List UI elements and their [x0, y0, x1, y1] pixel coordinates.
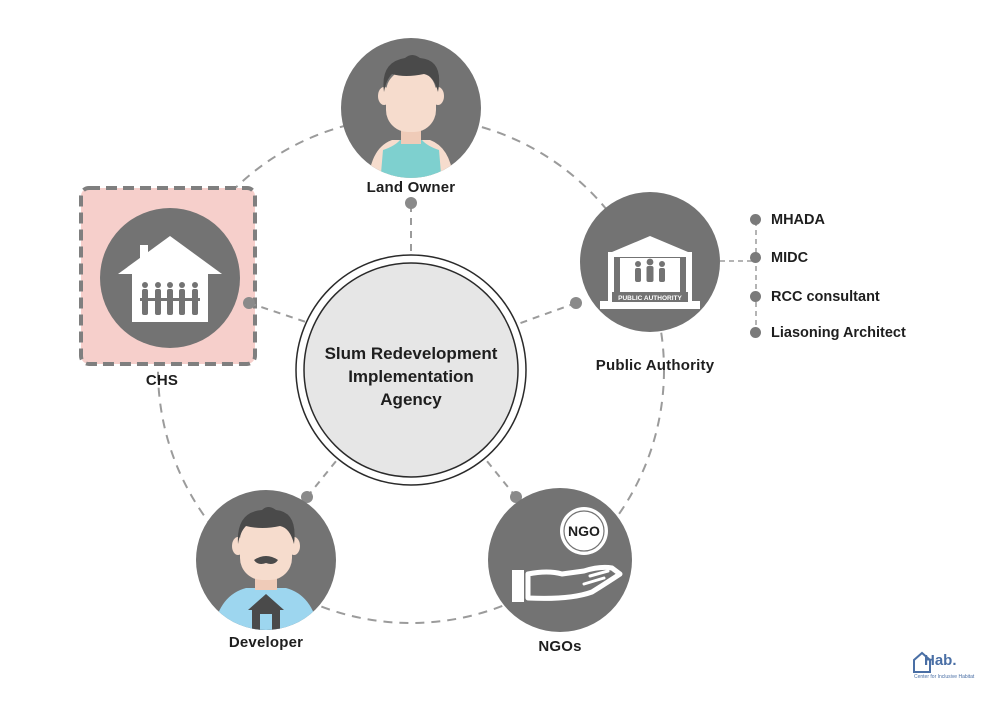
- government-building-icon: PUBLIC AUTHORITY: [600, 236, 700, 309]
- list-item-label: MIDC: [771, 250, 809, 266]
- ngos-node: NGO: [488, 488, 632, 632]
- spoke-dot-developer: [301, 491, 313, 503]
- logo-house-icon: [913, 651, 931, 673]
- bullet-dot: [750, 251, 761, 263]
- developer-node: [196, 490, 336, 630]
- public-authority-sign-text: PUBLIC AUTHORITY: [618, 295, 682, 302]
- list-item-label: RCC consultant: [771, 289, 880, 305]
- list-item: MIDC: [750, 250, 808, 266]
- logo-tagline: Center for Inclusive Habitat: [914, 674, 975, 680]
- list-item: RCC consultant: [750, 289, 880, 305]
- land-owner-node: [341, 38, 481, 178]
- list-item-label: MHADA: [771, 212, 825, 228]
- spoke-dot-ngos: [510, 491, 522, 503]
- public-authority-node: PUBLIC AUTHORITY: [580, 192, 720, 332]
- spoke-ngos: [477, 449, 517, 498]
- logo-text: Hab.: [924, 652, 957, 669]
- spoke-dot-chs: [243, 297, 255, 309]
- list-item: MHADA: [750, 212, 825, 228]
- land-owner-label: Land Owner: [366, 179, 456, 196]
- helping-hand-icon: NGO: [512, 507, 623, 602]
- person-icon: [368, 55, 454, 178]
- list-item-label: Liasoning Architect: [771, 325, 906, 341]
- ngo-badge-text: NGO: [568, 523, 600, 539]
- ngos-label: NGOs: [538, 638, 582, 655]
- center-title-line-2: Implementation: [348, 367, 474, 386]
- public-authority-label: Public Authority: [595, 357, 715, 374]
- bullet-dot: [750, 290, 761, 302]
- spoke-public-authority: [514, 302, 577, 326]
- chs-node: [100, 208, 240, 348]
- center-title-line-1: Slum Redevelopment: [324, 344, 498, 363]
- bullet-dot: [750, 213, 761, 225]
- housing-society-icon: [118, 236, 222, 322]
- spoke-dot-land-owner: [405, 197, 417, 209]
- bullet-dot: [750, 326, 761, 338]
- spoke-developer: [306, 449, 346, 498]
- chs-label: CHS: [145, 372, 179, 389]
- spoke-chs: [248, 302, 307, 323]
- spoke-dot-public-authority: [570, 297, 582, 309]
- list-item: Liasoning Architect: [750, 325, 906, 341]
- center-node-title: Slum Redevelopment Implementation Agency: [311, 342, 511, 411]
- developer-label: Developer: [228, 634, 304, 651]
- center-title-line-3: Agency: [380, 390, 442, 409]
- center-node: [303, 262, 519, 478]
